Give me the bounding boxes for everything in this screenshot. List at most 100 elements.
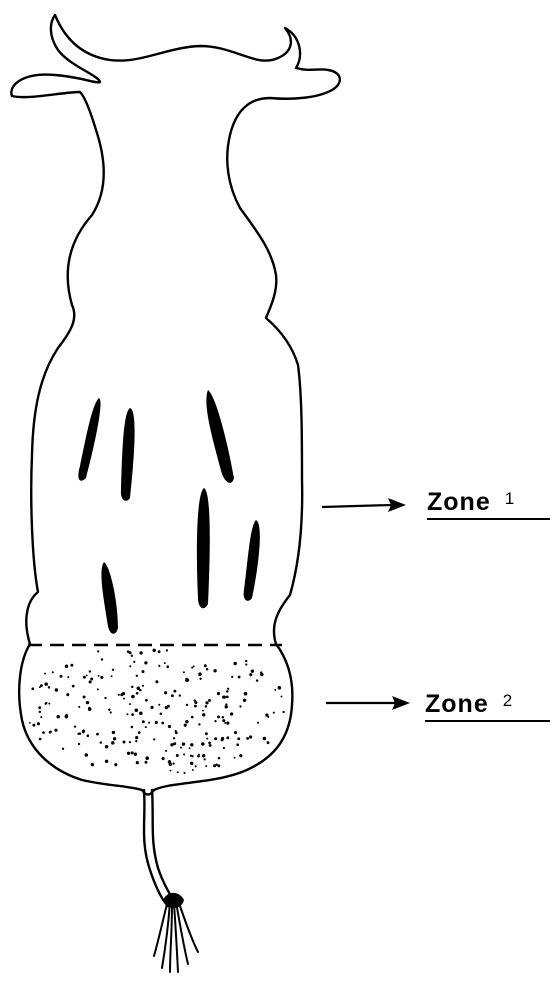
stipple-dot xyxy=(152,649,155,652)
stipple-dot xyxy=(155,721,158,724)
stipple-dot xyxy=(44,673,46,675)
stipple-dot xyxy=(171,694,174,697)
stipple-dot xyxy=(83,696,86,699)
stipple-dot xyxy=(39,686,41,688)
stipple-dot xyxy=(199,678,201,680)
stipple-dot xyxy=(91,763,94,766)
stipple-dot xyxy=(98,675,100,677)
stipple-dot xyxy=(201,742,204,745)
stipple-dot xyxy=(38,706,41,709)
stipple-dot xyxy=(150,706,153,709)
stipple-dot xyxy=(52,671,54,673)
stipple-dot xyxy=(194,701,197,704)
stipple-dot xyxy=(249,673,252,676)
stipple-dot xyxy=(126,713,128,715)
stipple-dot xyxy=(39,711,41,713)
stipple-dot xyxy=(82,730,85,733)
stipple-dot xyxy=(97,688,99,690)
stipple-dot xyxy=(180,747,182,749)
stipple-dot xyxy=(208,741,211,744)
stipple-dot xyxy=(79,732,82,735)
stipple-dot xyxy=(131,686,133,688)
stipple-dot xyxy=(278,686,282,690)
stipple-dot xyxy=(209,744,212,747)
stipple-dot xyxy=(222,716,225,719)
zone1-label-word: Zone xyxy=(427,488,491,516)
stipple-dot xyxy=(263,737,267,741)
stipple-dot xyxy=(205,701,208,704)
stipple-dot xyxy=(166,665,169,668)
stipple-dot xyxy=(66,714,68,716)
stipple-dot xyxy=(160,713,163,716)
stipple-dot xyxy=(161,722,164,725)
zone2-label-word: Zone xyxy=(425,690,489,718)
stipple-dot xyxy=(162,757,165,760)
stipple-dot xyxy=(206,668,209,671)
stipple-dot xyxy=(246,737,249,740)
stipple-dot xyxy=(148,722,150,724)
stipple-dot xyxy=(257,722,259,724)
stipple-dot xyxy=(226,696,229,699)
stipple-dot xyxy=(90,678,93,681)
stipple-dot xyxy=(111,675,113,677)
marking-3 xyxy=(206,390,234,483)
stipple-dot xyxy=(256,679,258,681)
stipple-dot xyxy=(166,649,168,651)
stipple-dot xyxy=(120,693,123,696)
stipple-dot xyxy=(243,699,246,702)
marking-6 xyxy=(101,562,118,634)
stipple-dot xyxy=(66,693,69,696)
stipple-dot xyxy=(183,772,185,774)
stipple-dot xyxy=(127,650,130,653)
stipple-dot xyxy=(85,753,89,757)
marking-5 xyxy=(244,520,260,601)
stipple-dot xyxy=(155,680,158,683)
stipple-dot xyxy=(112,731,115,734)
stipple-dot xyxy=(217,692,220,695)
marking-1 xyxy=(78,398,100,481)
stipple-dot xyxy=(96,733,99,736)
stipple-dot xyxy=(97,650,99,652)
stipple-dot xyxy=(83,676,86,679)
stipple-dot xyxy=(172,762,174,764)
stipple-dot xyxy=(217,764,220,767)
stipple-dot xyxy=(39,738,42,741)
stipple-dot xyxy=(170,743,173,746)
stipple-dot xyxy=(142,720,145,723)
stipple-dot xyxy=(218,757,221,760)
stipple-dot xyxy=(89,680,92,683)
stipple-dot xyxy=(204,758,206,760)
stipple-dot xyxy=(190,762,193,765)
cow-body-outline xyxy=(11,15,340,644)
stipple-dot xyxy=(48,686,51,689)
stipple-dot xyxy=(238,676,241,679)
stipple-dot xyxy=(31,687,34,690)
stipple-dot xyxy=(226,721,229,724)
marking-2 xyxy=(121,408,135,501)
stipple-dot xyxy=(192,769,194,771)
stipple-dot xyxy=(164,662,166,664)
stipple-dot xyxy=(265,713,268,716)
stipple-dot xyxy=(217,715,220,718)
stipple-dot xyxy=(173,742,176,745)
stipple-dot xyxy=(176,754,179,757)
tail-outline xyxy=(144,790,168,906)
stipple-dot xyxy=(191,716,194,719)
stipple-dot xyxy=(236,743,239,746)
stipple-dot xyxy=(114,763,117,766)
stipple-dot xyxy=(198,723,200,725)
stipple-dot xyxy=(205,705,208,708)
zone1-arrow xyxy=(322,498,406,512)
stipple-dot xyxy=(213,669,216,672)
tail-tuft xyxy=(154,900,198,972)
stipple-dot xyxy=(138,731,141,734)
stipple-dot xyxy=(55,688,58,691)
zone2-arrow xyxy=(326,696,410,710)
stipple-dot xyxy=(222,719,225,722)
stipple-dot xyxy=(118,694,120,696)
stipple-dot xyxy=(44,682,48,686)
stipple-dot xyxy=(221,738,224,741)
stipple-dot xyxy=(108,709,110,711)
stipple-dot xyxy=(133,661,135,663)
stipple-dot xyxy=(135,709,139,713)
